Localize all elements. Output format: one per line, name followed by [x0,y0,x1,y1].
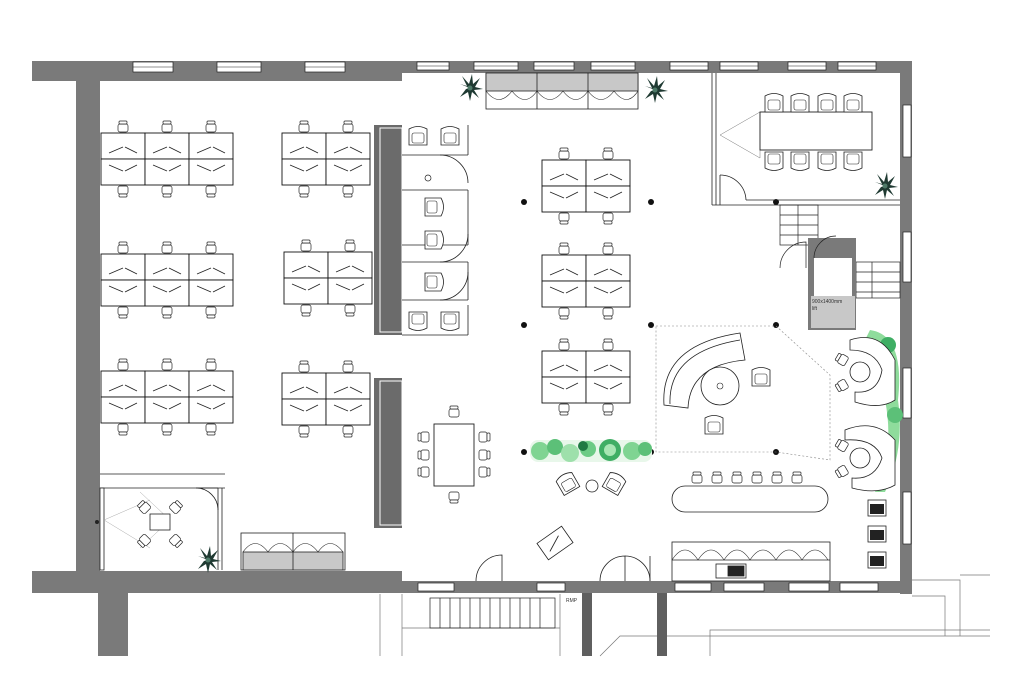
storage-cabinets-bottom [240,532,346,571]
desk-cluster-left [101,121,233,435]
cafe-table [554,470,628,496]
lounge-chair [751,367,771,387]
window-sills-top [133,65,876,68]
plant-icon [875,172,898,199]
structural-columns [521,199,779,455]
windows-right [902,104,912,545]
green-planter [530,439,652,462]
side-table [536,525,574,561]
desk-cluster-middle [282,121,372,437]
dining-table [417,405,491,504]
board-table [759,111,873,151]
doors-bottom [475,554,651,582]
booth-sofa-right [844,337,896,492]
lift-size-label: 900x1400mm [812,299,842,305]
plant-icon [198,546,221,573]
partition-inner [379,127,403,526]
lift-core [808,235,856,330]
phone-booths [402,125,469,336]
ramp-label: RMP [566,598,578,604]
internal-stair [779,204,901,299]
desk-cluster-center [542,148,630,415]
plant-icon [645,76,668,103]
lounge-chair [704,415,724,435]
booth-tables-right [834,351,871,480]
bench-table [671,471,829,513]
lounge-rug [655,325,831,461]
windows-bottom [417,582,879,592]
stools-right [867,499,887,569]
curved-sofa [663,332,746,409]
plant-icon [460,74,483,101]
kitchen-counter [671,541,831,582]
storage-cabinets-top [485,72,639,110]
exterior-stair [429,597,556,629]
lift-type-label: lift [812,306,818,312]
meeting-room-small [99,473,225,571]
